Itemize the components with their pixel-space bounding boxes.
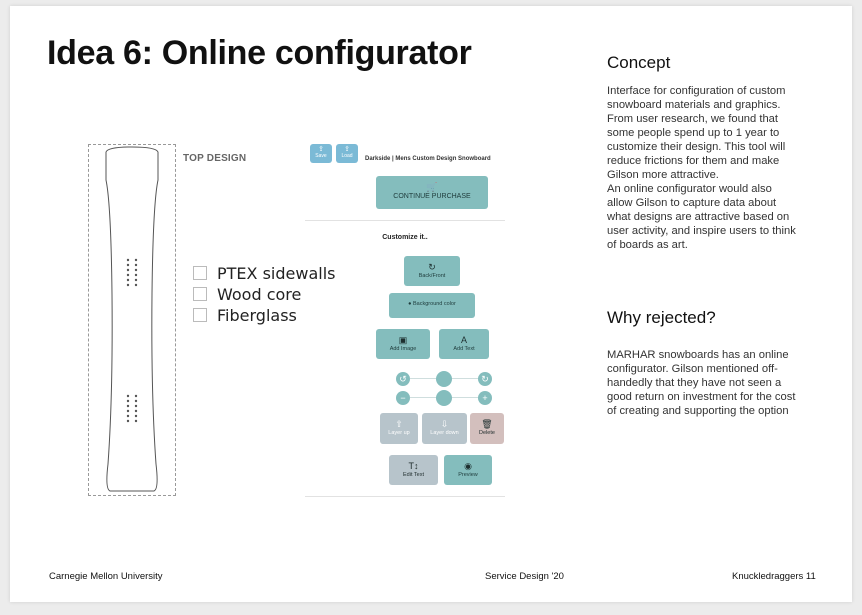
- refresh-icon: ↻: [428, 262, 436, 272]
- footer-page: Knuckledraggers 11: [732, 571, 816, 582]
- checkbox[interactable]: [193, 287, 207, 301]
- snowboard-outline: [105, 146, 159, 492]
- option-fiberglass[interactable]: Fiberglass: [193, 305, 335, 325]
- edit-text-label: Edit Text: [403, 472, 424, 478]
- preview-button[interactable]: ◉ Preview: [444, 455, 492, 485]
- rejected-heading: Why rejected?: [607, 308, 716, 327]
- load-button[interactable]: ⇪ Load: [336, 144, 358, 163]
- continue-purchase-button[interactable]: 🛒 CONTINUE PURCHASE: [376, 176, 488, 209]
- option-label: Wood core: [217, 284, 302, 304]
- concept-body: Interface for configuration of custom sn…: [607, 85, 796, 251]
- rotate-left-icon[interactable]: ↺: [396, 372, 410, 386]
- material-options: PTEX sidewalls Wood core Fiberglass: [193, 263, 335, 326]
- trash-icon: 🗑: [481, 419, 493, 429]
- customize-heading: Customize it..: [382, 234, 428, 241]
- save-label: Save: [315, 153, 327, 159]
- back-front-label: Back/Front: [418, 273, 446, 279]
- image-icon: ▣: [398, 335, 408, 345]
- add-text-label: Add Text: [453, 346, 475, 352]
- add-text-button[interactable]: A Add Text: [439, 329, 489, 359]
- load-label: Load: [341, 153, 353, 159]
- option-ptex-sidewalls[interactable]: PTEX sidewalls: [193, 263, 335, 283]
- drop-icon: ●: [408, 301, 412, 307]
- layer-down-label: Layer down: [430, 430, 459, 436]
- divider: [305, 220, 505, 221]
- edit-text-button[interactable]: T↕ Edit Text: [389, 455, 438, 485]
- plus-icon[interactable]: +: [478, 391, 492, 405]
- eye-icon: ◉: [464, 461, 472, 471]
- footer-course: Service Design '20: [485, 571, 564, 582]
- upload-icon: ⇪: [318, 146, 324, 153]
- slider-knob[interactable]: [436, 371, 452, 387]
- rear-binding-inserts: [126, 394, 138, 423]
- arrow-down-icon: ⇩: [440, 419, 449, 429]
- layer-up-button[interactable]: ⇧ Layer up: [380, 413, 418, 444]
- save-button[interactable]: ⇪ Save: [310, 144, 332, 163]
- checkbox[interactable]: [193, 308, 207, 322]
- option-label: Fiberglass: [217, 305, 297, 325]
- delete-label: Delete: [479, 430, 495, 436]
- board-design-area[interactable]: [88, 144, 176, 496]
- background-color-label: Background color: [413, 301, 456, 307]
- top-design-label: TOP DESIGN: [183, 153, 247, 164]
- checkbox[interactable]: [193, 266, 207, 280]
- rotate-right-icon[interactable]: ↻: [478, 372, 492, 386]
- upload-icon: ⇪: [344, 146, 350, 153]
- text-size-icon: T↕: [408, 461, 419, 471]
- back-front-button[interactable]: ↻ Back/Front: [404, 256, 460, 286]
- arrow-up-icon: ⇧: [395, 419, 403, 429]
- page-title: Idea 6: Online configurator: [47, 34, 472, 72]
- slider-knob[interactable]: [436, 390, 452, 406]
- add-image-label: Add Image: [389, 346, 417, 352]
- layer-down-button[interactable]: ⇩ Layer down: [422, 413, 467, 444]
- text-icon: A: [460, 335, 467, 345]
- cart-icon: 🛒: [426, 182, 438, 192]
- slide: Idea 6: Online configurator TOP DESIGN P…: [10, 6, 852, 602]
- scale-slider[interactable]: − +: [396, 390, 496, 406]
- continue-label: CONTINUE PURCHASE: [393, 193, 471, 200]
- delete-button[interactable]: 🗑 Delete: [470, 413, 504, 444]
- background-color-button[interactable]: ● Background color: [389, 293, 475, 318]
- minus-icon[interactable]: −: [396, 391, 410, 405]
- add-image-button[interactable]: ▣ Add Image: [376, 329, 430, 359]
- rejected-body: MARHAR snowboards has an online configur…: [607, 349, 796, 417]
- rotate-slider[interactable]: ↺ ↻: [396, 371, 496, 387]
- option-label: PTEX sidewalls: [217, 263, 336, 283]
- option-wood-core[interactable]: Wood core: [193, 284, 335, 304]
- divider: [305, 496, 505, 497]
- footer-university: Carnegie Mellon University: [49, 571, 163, 582]
- preview-label: Preview: [458, 472, 478, 478]
- product-name: Darkside | Mens Custom Design Snowboard: [365, 156, 491, 162]
- layer-up-label: Layer up: [388, 430, 410, 436]
- configurator-panel: ⇪ Save ⇪ Load Darkside | Mens Custom Des…: [305, 142, 505, 497]
- front-binding-inserts: [126, 258, 138, 287]
- concept-heading: Concept: [607, 53, 671, 72]
